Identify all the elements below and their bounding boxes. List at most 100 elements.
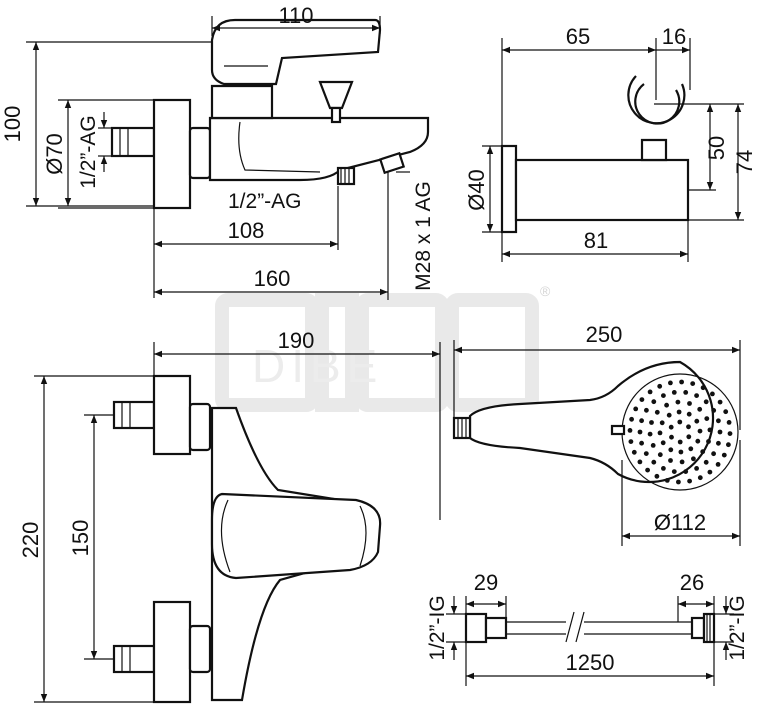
holder-view-dims: 65 16 Ø40 50 74 81 — [464, 24, 757, 262]
top-view — [110, 18, 430, 210]
watermark: DIBE ® — [215, 283, 551, 412]
dim-spout-reach: 108 — [228, 218, 265, 243]
nozzle-dot — [628, 439, 634, 444]
nozzle-dot — [678, 449, 684, 455]
nozzle-dot — [649, 420, 654, 425]
nozzle-dot — [697, 406, 703, 412]
nozzle-dot — [659, 420, 665, 426]
nozzle-dot — [726, 420, 732, 425]
nozzle-dot — [679, 379, 684, 385]
dim-hose-length: 1250 — [566, 650, 615, 675]
dim-handshower-length: 250 — [586, 322, 623, 347]
nozzle-dot — [639, 418, 644, 424]
nozzle-dot — [650, 443, 656, 448]
nozzle-dot — [647, 389, 653, 395]
nozzle-dot — [694, 393, 699, 398]
nozzle-dot — [660, 440, 666, 446]
nozzle-dot — [707, 427, 713, 433]
hose-view — [464, 611, 716, 644]
nozzle-dot — [686, 434, 692, 440]
nozzle-dot — [668, 458, 673, 463]
nozzle-dot — [651, 459, 657, 465]
nozzle-dot — [711, 451, 716, 457]
nozzle-dot — [669, 434, 674, 440]
nozzle-dot — [654, 409, 660, 415]
nozzle-dot — [644, 407, 649, 413]
dim-inlet-thread: 1/2”-AG — [77, 115, 100, 189]
nozzle-dot — [654, 473, 660, 479]
nozzle-dot — [704, 416, 710, 421]
nozzle-dot — [721, 452, 727, 458]
nozzle-dot — [686, 424, 691, 430]
nozzle-dot — [637, 429, 643, 435]
nozzle-dot — [691, 456, 696, 462]
handshower-dims: 250 Ø112 — [453, 322, 741, 546]
top-view-dims: 110 100 Ø70 1/2”-AG 1/2”-AG 108 160 M28 … — [0, 3, 435, 300]
nozzle-dot — [645, 467, 650, 473]
nozzle-dot — [717, 399, 723, 405]
nozzle-dot — [627, 428, 633, 433]
dim-hose-thread: M28 x 1 AG — [412, 181, 435, 291]
nozzle-dot — [643, 451, 649, 456]
dim-width-body: 110 — [278, 3, 313, 28]
nozzle-dot — [697, 475, 703, 481]
nozzle-dot — [664, 478, 670, 483]
nozzle-dot — [690, 381, 696, 386]
nozzle-dot — [677, 439, 683, 445]
nozzle-dot — [686, 411, 692, 417]
nozzle-dot — [703, 459, 709, 465]
nozzle-dot — [676, 409, 682, 415]
nozzle-dot — [688, 446, 694, 452]
nozzle-dot — [633, 406, 639, 412]
nozzle-dot — [657, 430, 663, 436]
dim-holder-length: 81 — [584, 228, 608, 253]
nozzle-dot — [668, 424, 674, 430]
nozzle-dot — [706, 439, 711, 444]
front-view — [112, 374, 382, 704]
dim-holder-height-a: 50 — [704, 136, 729, 160]
nozzle-dot — [677, 419, 683, 425]
nozzle-pattern — [627, 379, 733, 485]
nozzle-dot — [666, 412, 672, 418]
nozzle-dot — [723, 409, 729, 415]
nozzle-dot — [715, 462, 721, 467]
nozzle-dot — [679, 459, 685, 465]
nozzle-dot — [657, 452, 663, 458]
holder-view — [500, 75, 690, 234]
dim-hose-left-thread: 1/2”-IG — [426, 595, 449, 660]
nozzle-dot — [710, 391, 715, 397]
dim-hose-left-nut: 29 — [474, 570, 498, 595]
nozzle-dot — [664, 402, 669, 408]
nozzle-dot — [716, 440, 721, 446]
registered-mark: ® — [540, 283, 551, 299]
nozzle-dot — [657, 383, 663, 389]
dim-overall-depth: 160 — [254, 266, 291, 291]
nozzle-dot — [647, 431, 653, 437]
nozzle-dot — [707, 469, 713, 475]
nozzle-dot — [639, 440, 644, 446]
dim-inlet-dia: Ø70 — [42, 133, 67, 175]
nozzle-dot — [700, 449, 706, 455]
nozzle-dot — [687, 478, 692, 484]
nozzle-dot — [671, 469, 677, 474]
nozzle-dot — [661, 393, 666, 398]
nozzle-dot — [637, 459, 643, 465]
dim-height: 100 — [0, 106, 25, 143]
nozzle-dot — [727, 431, 733, 436]
front-view-dims: 190 220 150 — [18, 328, 441, 703]
dim-holder-height-b: 74 — [732, 150, 757, 174]
nozzle-dot — [694, 466, 699, 471]
dim-rosette-dia: Ø40 — [464, 169, 489, 211]
watermark-text: DIBE — [252, 340, 383, 392]
dim-front-centers: 150 — [68, 520, 93, 557]
dim-head-dia: Ø112 — [654, 510, 706, 535]
nozzle-dot — [694, 418, 700, 424]
nozzle-dot — [631, 449, 637, 455]
nozzle-dot — [639, 397, 645, 402]
nozzle-dot — [651, 399, 657, 405]
nozzle-dot — [716, 418, 721, 424]
nozzle-dot — [687, 401, 692, 406]
nozzle-dot — [668, 380, 673, 386]
nozzle-dot — [683, 390, 689, 395]
